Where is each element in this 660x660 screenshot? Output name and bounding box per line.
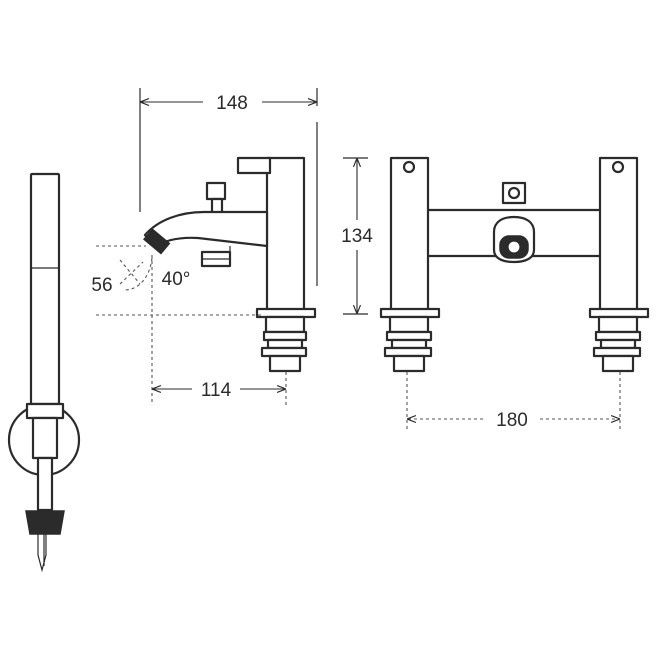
spout-reach-label: 114	[201, 380, 232, 401]
tap-centres-label: 180	[496, 410, 528, 431]
overall-width-label: 148	[216, 93, 248, 114]
dimension-overall-height: 134	[341, 157, 373, 315]
shower-handset	[7, 172, 81, 573]
dimension-spout-angle: 40°	[162, 269, 191, 290]
dimension-spout-reach: 114	[153, 380, 285, 401]
side-view-tap	[96, 88, 318, 405]
overall-height-label: 134	[341, 226, 373, 247]
dimension-tap-centres: 180	[408, 410, 619, 431]
dimension-overall-width: 148	[141, 93, 316, 114]
dimension-spout-drop: 56	[91, 275, 112, 296]
front-view-tap	[379, 156, 650, 430]
spout-drop-label: 56	[91, 275, 112, 296]
spout-angle-label: 40°	[162, 269, 191, 290]
